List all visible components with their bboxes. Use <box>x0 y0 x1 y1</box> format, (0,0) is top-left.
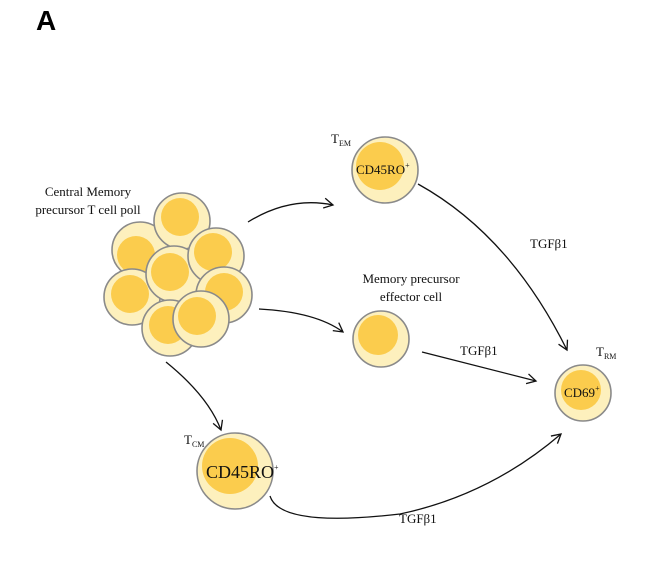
arrow-pool-to-mpec <box>258 308 345 333</box>
tem-marker: CD45RO+ <box>356 161 410 177</box>
pool-cell <box>172 290 230 348</box>
arrow-tem-to-trm <box>417 183 569 352</box>
tcm-marker: CD45RO+ <box>206 462 279 482</box>
arrow-tcm-to-trm <box>269 433 563 519</box>
tem-label: TEM <box>331 131 351 148</box>
tcm-cell <box>196 432 274 510</box>
mpec-label-line1: Memory precursor <box>362 271 460 286</box>
pool-cell <box>153 192 211 250</box>
pool-cell <box>103 268 161 326</box>
mpec-cell <box>352 310 410 368</box>
trm-marker: CD69+ <box>564 384 600 400</box>
tem-cell <box>351 136 419 204</box>
trm-cell <box>554 364 612 422</box>
edge-label-mpec-to-trm: TGFβ1 <box>460 343 498 358</box>
panel-letter: A <box>36 5 56 36</box>
arrow-mpec-to-trm <box>421 351 538 385</box>
trm-label: TRM <box>596 344 616 361</box>
pool-label-line2: precursor T cell poll <box>35 202 141 217</box>
precursor-cell-cluster <box>103 192 253 357</box>
pool-label-line1: Central Memory <box>45 184 132 199</box>
tcm-label: TCM <box>184 432 204 449</box>
edge-label-tcm-to-trm: TGFβ1 <box>399 511 437 526</box>
arrow-pool-to-tcm <box>165 361 224 432</box>
mpec-label-line2: effector cell <box>380 289 443 304</box>
edge-label-tem-to-trm: TGFβ1 <box>530 236 568 251</box>
arrow-pool-to-tem <box>247 197 335 223</box>
